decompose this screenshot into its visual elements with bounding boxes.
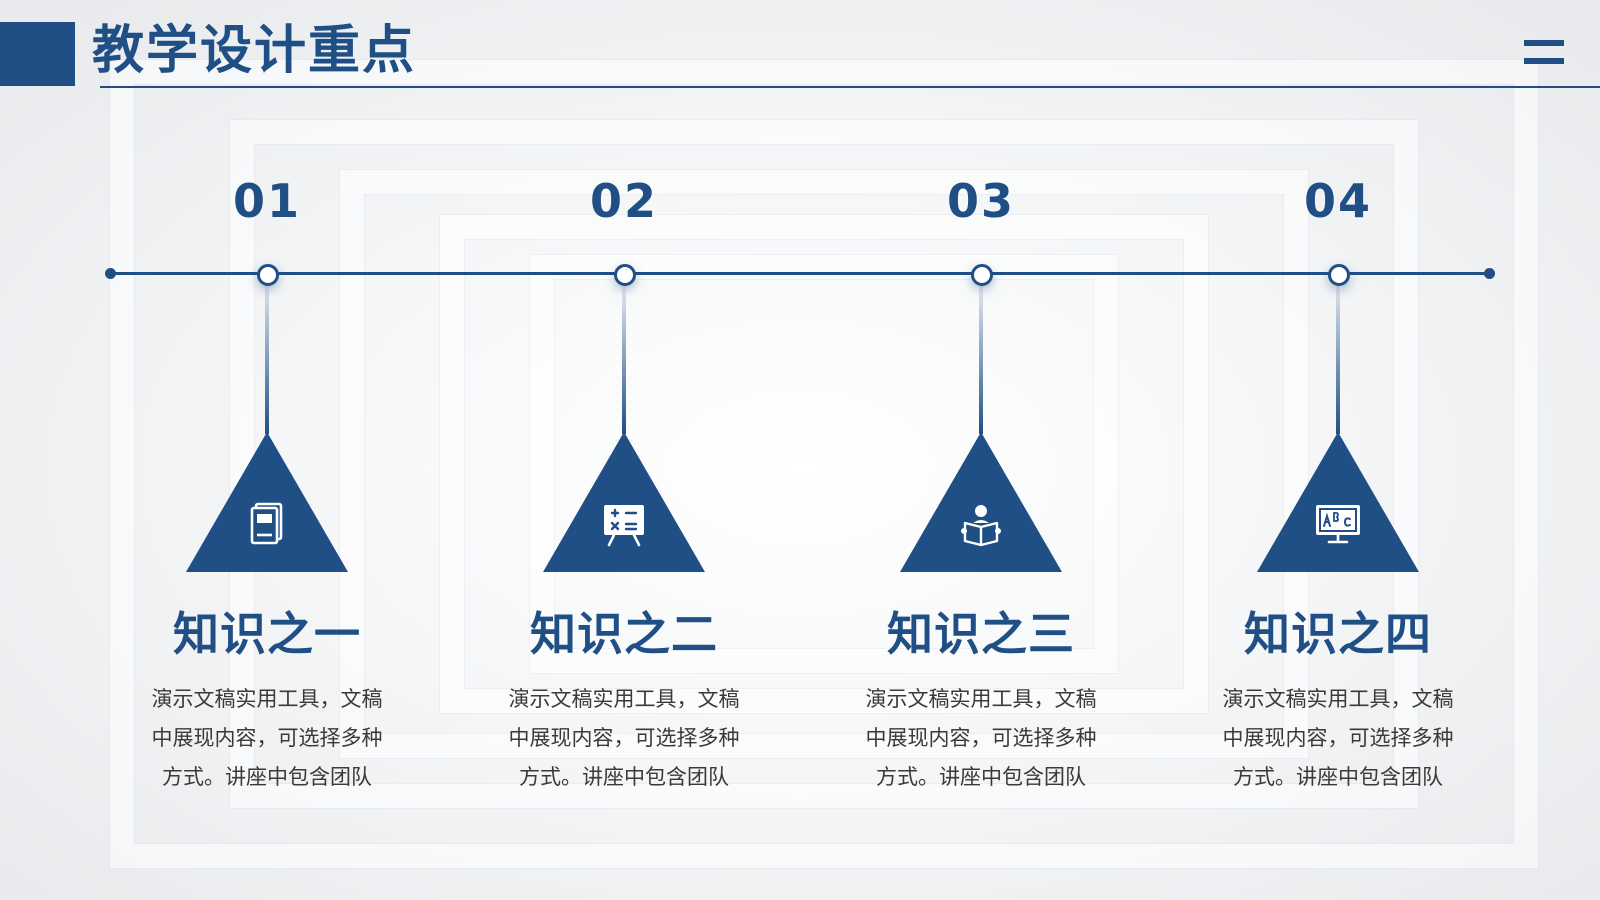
bg-frame — [340, 170, 1308, 758]
item-number: 03 — [946, 174, 1015, 228]
bg-frame — [110, 60, 1538, 868]
item-number: 02 — [589, 174, 658, 228]
bg-frame — [530, 255, 1118, 673]
bg-frame — [440, 215, 1208, 713]
item-description: 演示文稿实用工具，文稿 中展现内容，可选择多种 方式。讲座中包含团队 — [1193, 680, 1483, 797]
connector-stem — [979, 284, 983, 434]
description-line: 中展现内容，可选择多种 — [1222, 726, 1454, 750]
timeline-node — [971, 264, 993, 286]
timeline-node — [1328, 264, 1350, 286]
description-line: 方式。讲座中包含团队 — [162, 765, 372, 789]
description-line: 演示文稿实用工具，文稿 — [1222, 687, 1454, 711]
title-underline — [100, 86, 1600, 88]
item-number: 01 — [232, 174, 301, 228]
connector-stem — [265, 284, 269, 434]
item-heading: 知识之四 — [1244, 607, 1432, 661]
title-accent-bar — [0, 22, 75, 86]
connector-stem — [622, 284, 626, 434]
description-line: 中展现内容，可选择多种 — [865, 726, 1097, 750]
math-board-icon — [604, 505, 644, 547]
description-line: 中展现内容，可选择多种 — [508, 726, 740, 750]
hamburger-menu-icon[interactable] — [1524, 40, 1564, 66]
item-heading: 知识之三 — [887, 607, 1075, 661]
description-line: 方式。讲座中包含团队 — [1233, 765, 1443, 789]
description-line: 演示文稿实用工具，文稿 — [151, 687, 383, 711]
timeline-end-dot — [1484, 268, 1495, 279]
timeline-item-3: 03 知识之三 演示文稿实用工具，文稿 中展现内容，可选择多种 方式。讲座中包含… — [836, 170, 1126, 810]
timeline-item-4: 04 知识之四 演示文稿实用工具，文稿 中展现内容，可选择多种 方式。讲座中包含… — [1193, 170, 1483, 810]
bg-frame — [230, 120, 1418, 808]
timeline-node — [614, 264, 636, 286]
timeline-item-1: 01 知识之一 演示文稿实用工具，文稿 中展现内容，可选择多种 方式。讲座中包含… — [122, 170, 412, 810]
item-description: 演示文稿实用工具，文稿 中展现内容，可选择多种 方式。讲座中包含团队 — [836, 680, 1126, 797]
timeline-start-dot — [105, 268, 116, 279]
connector-stem — [1336, 284, 1340, 434]
reading-person-icon — [961, 505, 1001, 547]
item-description: 演示文稿实用工具，文稿 中展现内容，可选择多种 方式。讲座中包含团队 — [479, 680, 769, 797]
description-line: 方式。讲座中包含团队 — [876, 765, 1086, 789]
description-line: 演示文稿实用工具，文稿 — [508, 687, 740, 711]
timeline-line — [110, 272, 1490, 275]
description-line: 方式。讲座中包含团队 — [519, 765, 729, 789]
timeline-item-2: 02 知识之二 演示文稿实用工具，文稿 中展现内容，可选择多种 方式。讲座中包含… — [479, 170, 769, 810]
description-line: 演示文稿实用工具，文稿 — [865, 687, 1097, 711]
item-heading: 知识之一 — [173, 607, 361, 661]
item-number: 04 — [1303, 174, 1372, 228]
item-description: 演示文稿实用工具，文稿 中展现内容，可选择多种 方式。讲座中包含团队 — [122, 680, 412, 797]
timeline-node — [257, 264, 279, 286]
description-line: 中展现内容，可选择多种 — [151, 726, 383, 750]
item-heading: 知识之二 — [530, 607, 718, 661]
book-icon — [250, 502, 283, 545]
page-title: 教学设计重点 — [92, 21, 417, 81]
abc-monitor-icon — [1316, 505, 1360, 544]
